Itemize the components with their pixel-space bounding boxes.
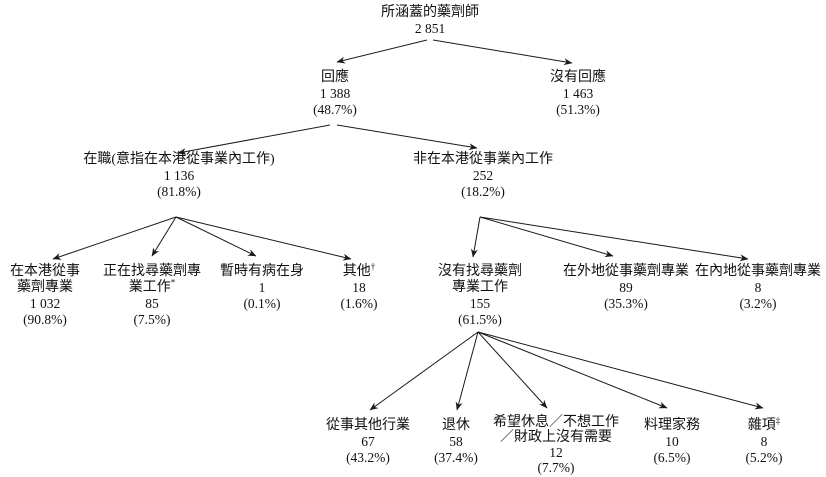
node-overseas: 在外地從事藥劑專業 89 (35.3%) <box>556 264 696 312</box>
node-responded-percent: (48.7%) <box>313 102 357 117</box>
node-miscellaneous-value: 8 <box>760 434 768 449</box>
node-seeking-work: 正在找尋藥劑專 業工作* 85 (7.5%) <box>94 264 210 328</box>
arrow-not-local-to-not-seeking <box>470 216 481 258</box>
node-responded-value: 1 388 <box>319 86 351 101</box>
node-practising-hk-value: 1 032 <box>29 296 61 311</box>
arrow-not-local-to-mainland <box>479 216 749 262</box>
node-not-local-work-label: 非在本港從事業內工作 <box>413 152 553 167</box>
node-responded: 回應 1 388 (48.7%) <box>285 70 385 118</box>
node-retired-label: 退休 <box>442 418 470 433</box>
node-practising-hk-percent: (90.8%) <box>23 312 67 327</box>
arrow-not-seeking-to-housework <box>477 331 668 409</box>
arrow-employed-to-practising-hk <box>52 216 177 260</box>
node-miscellaneous-label: 雜項‡ <box>747 415 781 433</box>
node-not-seeking: 沒有找尋藥劑 專業工作 155 (61.5%) <box>425 264 535 328</box>
node-overseas-label: 在外地從事藥劑專業 <box>563 264 689 279</box>
node-not-local-work-percent: (18.2%) <box>461 184 505 199</box>
node-root-label: 所涵蓋的藥劑師 <box>381 5 479 20</box>
arrow-not-seeking-to-other-industry <box>369 331 479 411</box>
node-housework-percent: (6.5%) <box>653 450 691 465</box>
footnote-asterisk: * <box>170 277 176 288</box>
node-not-seeking-percent: (61.5%) <box>458 312 502 327</box>
node-housework: 料理家務 10 (6.5%) <box>627 418 717 466</box>
arrow-root-to-not-responded <box>432 39 573 66</box>
node-temporarily-ill-value: 1 <box>258 280 266 295</box>
node-employed-label: 在職(意指在本港從事業內工作) <box>83 152 275 167</box>
node-temporarily-ill: 暫時有病在身 1 (0.1%) <box>207 264 317 312</box>
node-wish-to-rest-percent: (7.7%) <box>537 460 575 475</box>
node-temporarily-ill-label: 暫時有病在身 <box>220 264 304 279</box>
node-responded-label: 回應 <box>321 70 349 85</box>
arrow-employed-to-others <box>175 216 352 261</box>
node-others: 其他† 18 (1.6%) <box>319 261 399 312</box>
node-housework-label: 料理家務 <box>644 418 700 433</box>
node-retired: 退休 58 (37.4%) <box>411 418 501 466</box>
node-overseas-percent: (35.3%) <box>604 296 648 311</box>
node-employed-percent: (81.8%) <box>157 184 201 199</box>
node-seeking-work-value: 85 <box>145 296 159 311</box>
node-employed: 在職(意指在本港從事業內工作) 1 136 (81.8%) <box>59 152 299 200</box>
node-root: 所涵蓋的藥劑師 2 851 <box>350 5 510 37</box>
arrow-not-seeking-to-retired <box>455 331 479 411</box>
node-overseas-value: 89 <box>619 280 633 295</box>
node-other-industry-value: 67 <box>361 434 375 449</box>
node-not-local-work: 非在本港從事業內工作 252 (18.2%) <box>393 152 573 200</box>
node-mainland-label: 在內地從事藥劑專業 <box>695 264 821 279</box>
arrow-employed-to-temporarily-ill <box>175 216 257 257</box>
arrow-employed-to-seeking-work <box>151 216 177 257</box>
arrow-responded-to-employed <box>177 124 331 155</box>
node-practising-hk: 在本港從事 藥劑專業 1 032 (90.8%) <box>0 264 90 328</box>
node-not-responded-percent: (51.3%) <box>556 102 600 117</box>
node-other-industry: 從事其他行業 67 (43.2%) <box>313 418 423 466</box>
node-miscellaneous-percent: (5.2%) <box>745 450 783 465</box>
footnote-double-dagger: ‡ <box>775 415 781 426</box>
arrow-responded-to-not-local-work <box>336 124 478 151</box>
node-retired-percent: (37.4%) <box>434 450 478 465</box>
node-mainland-percent: (3.2%) <box>739 296 777 311</box>
node-not-seeking-label: 沒有找尋藥劑 專業工作 <box>438 264 522 295</box>
arrow-not-seeking-to-wish-to-rest <box>477 331 548 409</box>
node-seeking-work-label: 正在找尋藥劑專 業工作* <box>103 264 201 295</box>
node-wish-to-rest: 希望休息／不想工作 ／財政上沒有需要 12 (7.7%) <box>476 415 636 475</box>
node-root-value: 2 851 <box>414 21 446 36</box>
arrow-not-local-to-overseas <box>479 216 614 258</box>
node-employed-value: 1 136 <box>163 168 195 183</box>
node-other-industry-label: 從事其他行業 <box>326 418 410 433</box>
arrow-root-to-responded <box>336 39 428 64</box>
node-not-responded-label: 沒有回應 <box>550 70 606 85</box>
node-others-percent: (1.6%) <box>340 296 378 311</box>
arrow-not-seeking-to-miscellaneous <box>477 331 764 410</box>
node-not-seeking-value: 155 <box>469 296 491 311</box>
node-wish-to-rest-label: 希望休息／不想工作 ／財政上沒有需要 <box>493 415 619 445</box>
node-temporarily-ill-percent: (0.1%) <box>243 296 281 311</box>
node-mainland-value: 8 <box>754 280 762 295</box>
node-others-value: 18 <box>352 280 366 295</box>
node-not-responded-value: 1 463 <box>562 86 594 101</box>
node-retired-value: 58 <box>449 434 463 449</box>
node-miscellaneous: 雜項‡ 8 (5.2%) <box>724 415 804 466</box>
node-practising-hk-label: 在本港從事 藥劑專業 <box>10 264 80 295</box>
node-other-industry-percent: (43.2%) <box>346 450 390 465</box>
node-others-label: 其他† <box>342 261 376 279</box>
node-housework-value: 10 <box>665 434 679 449</box>
node-mainland: 在內地從事藥劑專業 8 (3.2%) <box>690 264 826 312</box>
footnote-dagger: † <box>370 261 376 272</box>
node-seeking-work-percent: (7.5%) <box>133 312 171 327</box>
node-not-local-work-value: 252 <box>472 168 494 183</box>
node-wish-to-rest-value: 12 <box>549 445 563 460</box>
node-not-responded: 沒有回應 1 463 (51.3%) <box>523 70 633 118</box>
